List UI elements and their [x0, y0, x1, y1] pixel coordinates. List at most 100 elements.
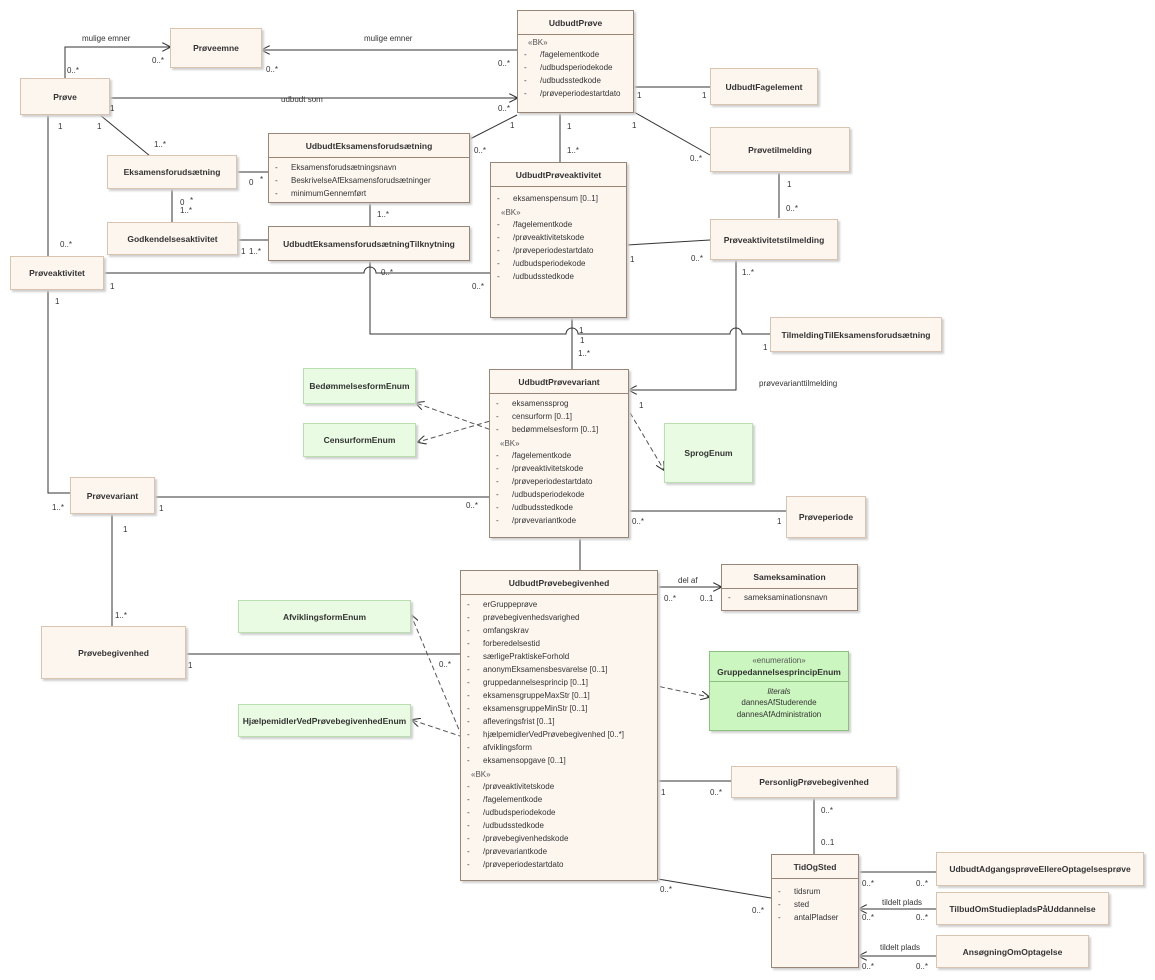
enum-literal: dannesAfAdministration	[736, 710, 822, 719]
attribute: eksamenspensum [0..1]	[491, 192, 626, 205]
multiplicity: 0..*	[472, 282, 485, 291]
assoc-aktivitetstilmelding-proevevariant	[629, 260, 737, 390]
class-title: UdbudtEksamensforudsætningTilknytning	[283, 238, 455, 249]
assoc-tilknytning-tilmeldingtileks	[369, 261, 770, 335]
class-afviklingsformenum[interactable]: AfviklingsformEnum	[238, 600, 411, 633]
class-proeveperiode[interactable]: Prøveperiode	[786, 496, 866, 538]
attribute: /prøveaktivitetskode	[461, 780, 657, 793]
multiplicity: 0..*	[474, 146, 487, 155]
class-tilbudomstudieplads[interactable]: TilbudOmStudiepladsPåUddannelse	[936, 892, 1109, 925]
class-sameksamination[interactable]: Sameksamination sameksaminationsnavn	[721, 564, 858, 611]
class-gruppedannelsesprincipenum[interactable]: «enumeration» GruppedannelsesprincipEnum…	[709, 651, 849, 731]
class-udbudteksamensforudsaetningtilknytning[interactable]: UdbudtEksamensforudsætningTilknytning	[268, 226, 470, 261]
attribute: eksamensgruppeMaxStr [0..1]	[461, 689, 657, 702]
class-udbudtadgangsproeve[interactable]: UdbudtAdgangsprøveEllereOptagelsesprøve	[936, 852, 1144, 886]
multiplicity: 0..*	[381, 268, 394, 277]
multiplicity: 0..*	[67, 66, 80, 75]
multiplicity: 1	[58, 122, 63, 131]
attribute: hjælpemidlerVedPrøvebegivenhed [0..*]	[461, 728, 657, 741]
assoc-proeve-eksamensforudsaetning	[99, 114, 151, 157]
attribute: eksamensopgave [0..1]	[461, 754, 657, 767]
class-udbudteksamensforudsaetning[interactable]: UdbudtEksamensforudsætning Eksamensforud…	[268, 133, 470, 203]
multiplicity: 1	[579, 326, 584, 335]
class-udbudtproevebegivenhed[interactable]: UdbudtPrøvebegivenhed erGruppeprøve prøv…	[460, 570, 658, 881]
attribute: /fagelementkode	[518, 48, 633, 61]
class-title: Prøveaktivitetstilmelding	[723, 234, 825, 245]
class-censurformenum[interactable]: CensurformEnum	[303, 423, 416, 457]
class-udbudtproeveaktivitet[interactable]: UdbudtPrøveaktivitet eksamenspensum [0..…	[490, 162, 627, 318]
class-title: Prøvevariant	[86, 490, 139, 501]
class-ansoegningomoptagelse[interactable]: AnsøgningOmOptagelse	[936, 935, 1089, 968]
multiplicity: 0..*	[60, 240, 73, 249]
attribute: eksamensgruppeMinStr [0..1]	[461, 702, 657, 715]
multiplicity: 0..*	[439, 660, 452, 669]
attribute: /prøveaktivitetskode	[491, 231, 626, 244]
class-proeve[interactable]: Prøve	[20, 78, 110, 115]
assoc-udbudtproeve-eksforud	[467, 114, 518, 141]
class-proevevariant[interactable]: Prøvevariant	[70, 477, 155, 514]
class-sprogenum[interactable]: SprogEnum	[664, 423, 753, 483]
multiplicity: 1	[630, 255, 635, 264]
dep-sprog	[625, 405, 664, 470]
multiplicity: 0..*	[916, 879, 929, 888]
class-proeveemne[interactable]: Prøveemne	[170, 28, 262, 68]
multiplicity: 1..*	[180, 206, 193, 215]
class-title: UdbudtPrøvebegivenhed	[461, 571, 657, 595]
dep-bedoemmelsesform	[416, 403, 498, 433]
assoc-proeve-proeveemne	[64, 47, 170, 78]
attribute: /udbudsperiodekode	[490, 488, 628, 501]
class-proeveaktivitet[interactable]: Prøveaktivitet	[10, 256, 104, 290]
multiplicity: 1..*	[154, 140, 167, 149]
dep-afviklingsform	[411, 615, 466, 745]
class-bedoemmelsesformenum[interactable]: BedømmelsesformEnum	[303, 368, 416, 404]
attribute: sted	[772, 898, 858, 911]
multiplicity: 1	[787, 180, 792, 189]
multiplicity: 1	[580, 336, 585, 345]
class-udbudtproevevariant[interactable]: UdbudtPrøvevariant eksamenssprog censurf…	[489, 369, 629, 538]
attribute: /udbudsperiodekode	[491, 257, 626, 270]
attribute: /prøveperiodestartdato	[490, 475, 628, 488]
multiplicity: 1	[777, 517, 782, 526]
attribute: afviklingsform	[461, 741, 657, 754]
attribute: antalPladser	[772, 911, 858, 924]
multiplicity: 0..*	[498, 59, 511, 68]
class-hjaelpemidlerenum[interactable]: HjælpemidlerVedPrøvebegivenhedEnum	[238, 704, 411, 737]
multiplicity: 0..*	[821, 806, 834, 815]
class-udbudtfagelement[interactable]: UdbudtFagelement	[710, 68, 818, 105]
multiplicity: 0..*	[752, 906, 765, 915]
class-title: AnsøgningOmOptagelse	[962, 946, 1063, 957]
multiplicity: 1..*	[578, 349, 591, 358]
multiplicity: 1	[510, 121, 515, 130]
multiplicity: 0..*	[632, 517, 645, 526]
class-title: UdbudtPrøvevariant	[490, 370, 628, 394]
class-proevetilmelding[interactable]: Prøvetilmelding	[710, 127, 850, 172]
attribute: minimumGennemført	[269, 187, 469, 200]
class-proevebegivenhed[interactable]: Prøvebegivenhed	[41, 626, 186, 679]
attribute: /prøveperiodestartdato	[491, 244, 626, 257]
class-title: Prøveperiode	[798, 512, 854, 522]
class-tilmeldingtileksamensforudsaetning[interactable]: TilmeldingTilEksamensforudsætning	[770, 317, 942, 352]
class-godkendelsesaktivitet[interactable]: Godkendelsesaktivitet	[107, 222, 238, 255]
class-title: Prøvebegivenhed	[78, 647, 149, 658]
class-personligproevebegivenhed[interactable]: PersonligPrøvebegivenhed	[731, 766, 897, 798]
class-tidogsted[interactable]: TidOgSted tidsrum sted antalPladser	[771, 854, 859, 968]
attribute: /udbudsstedkode	[518, 74, 633, 87]
multiplicity: 0..*	[664, 594, 677, 603]
multiplicity: *	[190, 196, 194, 205]
attribute: omfangskrav	[461, 624, 657, 637]
class-proeveaktivitetstilmelding[interactable]: Prøveaktivitetstilmelding	[710, 219, 838, 260]
role-label: del af	[678, 576, 698, 585]
class-title: CensurformEnum	[323, 435, 396, 445]
class-udbudtproeve[interactable]: UdbudtPrøve «BK» /fagelementkode /udbuds…	[517, 10, 634, 113]
multiplicity: 0..*	[862, 913, 875, 922]
assoc-proeveaktivitet-aktivitetstilmelding	[626, 239, 711, 246]
stereotype: «BK»	[501, 208, 521, 217]
dep-hjaelpemidler	[412, 720, 464, 738]
class-eksamensforudsaetning[interactable]: Eksamensforudsætning	[107, 155, 237, 189]
assoc-begivenhed-tidogsted	[657, 878, 772, 899]
role-label: mulige emner	[82, 34, 131, 43]
multiplicity: 1	[632, 121, 637, 130]
multiplicity: 1..*	[567, 146, 580, 155]
class-title: GruppedannelsesprincipEnum	[710, 665, 848, 682]
multiplicity: 0..1	[700, 594, 714, 603]
